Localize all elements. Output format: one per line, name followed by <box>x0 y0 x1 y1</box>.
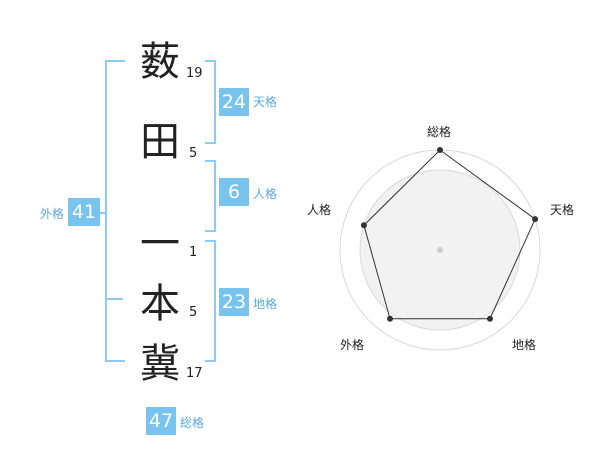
stroke-count-3: 1 <box>189 245 198 260</box>
radar-label-tenkaku: 天格 <box>550 203 575 217</box>
gaikaku-bracket-tick <box>94 212 106 214</box>
gaikaku-bracket-split <box>107 298 123 300</box>
tenkaku-bracket <box>205 60 216 144</box>
gaikaku-bracket <box>105 60 125 362</box>
stroke-count-1: 19 <box>186 66 203 81</box>
name-char-3: 一 <box>140 221 180 267</box>
radar-center <box>437 247 443 253</box>
jinkaku-bracket <box>205 160 216 232</box>
radar-point-1 <box>532 216 539 223</box>
soukaku-label: 総格 <box>180 416 205 430</box>
radar-label-jinkaku: 人格 <box>307 203 332 217</box>
jinkaku-label: 人格 <box>253 187 278 201</box>
chikaku-label: 地格 <box>253 297 278 311</box>
stroke-count-5: 17 <box>186 366 203 381</box>
name-char-1: 薮 <box>140 39 180 85</box>
radar-polygon <box>363 149 536 320</box>
radar-point-4 <box>360 222 367 229</box>
name-char-2: 田 <box>140 119 180 165</box>
radar-label-soukaku: 総格 <box>427 125 452 139</box>
gaikaku-value-box: 41 <box>68 198 100 226</box>
stroke-count-4: 5 <box>189 305 198 320</box>
tenkaku-value-box: 24 <box>219 88 249 116</box>
radar-label-gaikaku: 外格 <box>340 338 365 352</box>
radar-point-0 <box>437 147 443 153</box>
soukaku-value-box: 47 <box>146 407 176 435</box>
radar-label-chikaku: 地格 <box>512 338 537 352</box>
gaikaku-label: 外格 <box>40 207 65 221</box>
chikaku-bracket <box>205 240 216 362</box>
name-char-5: 冀 <box>140 341 180 387</box>
tenkaku-label: 天格 <box>253 95 278 109</box>
name-char-4: 本 <box>140 281 180 327</box>
jinkaku-value-box: 6 <box>219 178 249 206</box>
radar-point-3 <box>387 315 394 322</box>
radar-point-2 <box>486 315 493 322</box>
stroke-count-2: 5 <box>189 146 198 161</box>
chikaku-value-box: 23 <box>219 288 249 316</box>
